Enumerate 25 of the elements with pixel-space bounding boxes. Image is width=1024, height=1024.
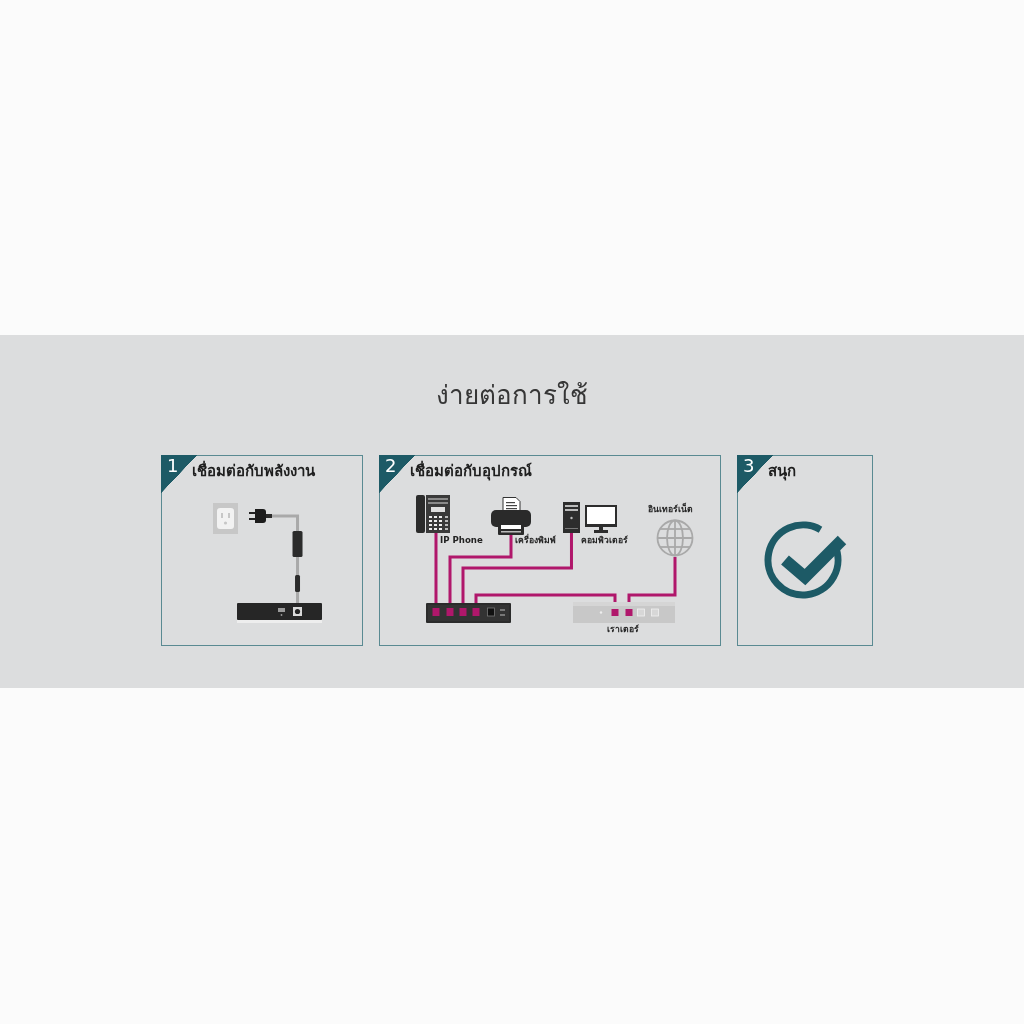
router-icon — [573, 602, 675, 623]
globe-icon — [656, 519, 694, 557]
desktop-computer-icon — [563, 502, 617, 533]
printer-icon — [491, 497, 531, 535]
network-cable — [434, 533, 438, 603]
device-label: อินเทอร์เน็ต — [648, 504, 693, 515]
power-plug-icon — [249, 509, 272, 523]
step-heading: เชื่อมต่อกับอุปกรณ์ — [410, 461, 532, 481]
device-label: เราเตอร์ — [607, 624, 639, 635]
step-heading: เชื่อมต่อกับพลังงาน — [192, 461, 315, 481]
device-label: คอมพิวเตอร์ — [581, 535, 628, 546]
network-switch-icon — [426, 603, 511, 623]
network-cable — [461, 533, 573, 603]
step-panel — [161, 455, 363, 646]
network-cable — [474, 593, 617, 603]
network-cable — [627, 557, 677, 602]
device-label: เครื่องพิมพ์ — [515, 535, 556, 546]
network-cable — [448, 535, 513, 603]
desk-phone-icon — [416, 495, 450, 533]
page-title: ง่ายต่อการใช้ — [436, 379, 588, 412]
step-panel — [379, 455, 721, 646]
step-heading: สนุก — [768, 461, 796, 481]
device-label: IP Phone — [440, 535, 483, 546]
step-panel — [737, 455, 873, 646]
network-switch-icon — [237, 603, 322, 623]
